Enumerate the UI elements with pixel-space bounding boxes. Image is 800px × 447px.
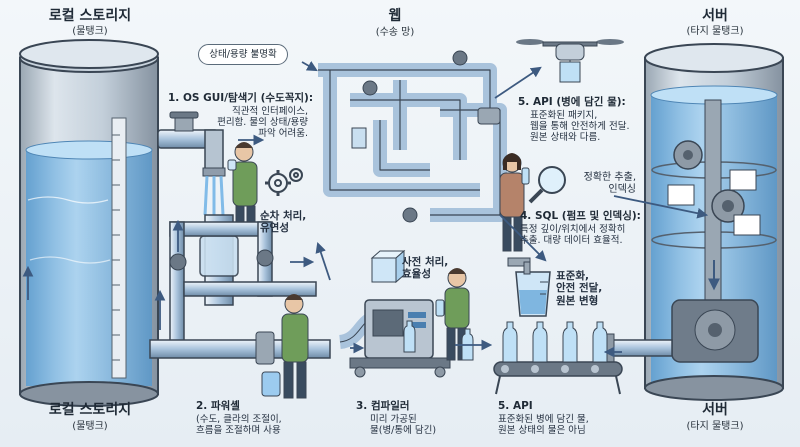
step2-desc-line: 흐름을 조절하며 사용 — [196, 425, 281, 437]
step4-title: 4. SQL (펌프 및 인덱싱): — [520, 210, 641, 222]
step5b-title: 5. API (병에 담긴 물): — [518, 96, 626, 108]
web-title: 웹 — [388, 8, 402, 24]
sequential-note: 순차 처리, 유연성 — [260, 210, 306, 235]
bottle-icon — [403, 320, 608, 363]
extract-note-line: 인덱싱 — [608, 183, 636, 195]
local-storage-tank — [19, 39, 159, 407]
flow-arrows — [22, 61, 709, 358]
step5b-desc-line: 표준화된 패키지, — [530, 110, 598, 121]
server-subtitle: (타지 물탱크) — [686, 26, 744, 37]
step4-description: 특정 깊이/위치에서 정확히 추출. 대량 데이터 효율적. — [520, 224, 625, 246]
step1-desc-line: 파악 어려움. — [258, 128, 308, 140]
extraction-note: 정확한 추출, 인덱싱 — [572, 172, 636, 196]
std-note-line: 원본 변형 — [556, 294, 599, 307]
pre-note-line: 사전 처리, — [402, 256, 449, 268]
local-storage-bottom-subtitle: (물탱크) — [72, 421, 108, 432]
ice-cube-icon — [370, 249, 406, 284]
step2-desc-line: (수도, 클라의 조절이, — [196, 414, 282, 425]
person-icon — [499, 153, 530, 252]
step3-description: 미리 가공된 물(병/통에 담긴) — [370, 414, 436, 436]
step5a-description: 표준화된 병에 담긴 물, 원본 상태의 물은 아님 — [498, 414, 589, 436]
seq-note-line: 유연성 — [260, 222, 289, 235]
status-bubble-text: 상태/용량 불명확 — [209, 49, 277, 60]
std-note-line: 안전 전달, — [556, 282, 603, 295]
person-icon — [227, 142, 258, 237]
step1-title: 1. OS GUI/탐색기 (수도꼭지): — [168, 92, 314, 104]
local-storage-title: 로컬 스토리지 — [48, 8, 132, 24]
server-title: 서버 — [702, 8, 728, 24]
step4-desc-line: 특정 깊이/위치에서 정확히 — [520, 224, 626, 235]
faucet-icon — [507, 257, 531, 275]
step4-desc-line: 추출. 대량 데이터 효율적. — [520, 235, 623, 247]
local-storage-bottom-title: 로컬 스토리지 — [48, 402, 132, 418]
std-note-line: 표준화, — [556, 270, 589, 282]
step2-description: (수도, 클라의 조절이, 흐름을 조절하며 사용 — [196, 414, 282, 436]
step2-title: 2. 파워셸 — [196, 400, 240, 412]
seq-note-line: 순차 처리, — [260, 210, 307, 222]
conveyor-icon — [493, 361, 623, 395]
compiler-machine-icon — [349, 299, 451, 378]
powershell-pipes — [149, 214, 378, 365]
step1-desc-line: 편리함. 물의 상태/용량 — [217, 117, 308, 129]
step3-desc-line: 미리 가공된 — [370, 414, 417, 425]
step5a-desc-line: 표준화된 병에 담긴 물, — [498, 414, 589, 425]
drone-icon — [516, 39, 624, 83]
step3-title: 3. 컴파일러 — [356, 400, 410, 412]
faucet-icon — [157, 111, 226, 218]
local-storage-subtitle: (물탱크) — [72, 26, 108, 37]
standardization-note: 표준화, 안전 전달, 원본 변형 — [556, 270, 602, 307]
step5b-desc-line: 웹을 통해 안전하게 전달. — [530, 121, 630, 133]
pre-note-line: 효율성 — [402, 268, 431, 281]
preprocessing-note: 사전 처리, 효율성 — [402, 256, 448, 281]
step1-desc-line: 직관적 인터페이스, — [232, 106, 308, 117]
pipe-network-icon — [318, 50, 507, 223]
measuring-cup-icon — [515, 271, 551, 317]
step5a-title: 5. API — [498, 400, 533, 412]
status-bubble: 상태/용량 불명확 — [198, 44, 288, 66]
step5a-desc-line: 원본 상태의 물은 아님 — [498, 425, 586, 437]
step5b-description: 표준화된 패키지, 웹을 통해 안전하게 전달. 원본 상태와 다름. — [530, 110, 629, 144]
server-bottom-title: 서버 — [702, 402, 728, 418]
server-tank — [644, 43, 784, 401]
step5b-desc-line: 원본 상태와 다름. — [530, 132, 601, 144]
server-bottom-subtitle: (타지 물탱크) — [686, 421, 744, 432]
web-subtitle: (수송 망) — [375, 27, 415, 38]
extract-note-line: 정확한 추출, — [583, 172, 636, 183]
person-icon — [261, 294, 309, 399]
gear-icon — [265, 168, 303, 196]
step1-description: 직관적 인터페이스, 편리함. 물의 상태/용량 파악 어려움. — [196, 106, 308, 140]
magnifier-icon — [528, 166, 566, 204]
step3-desc-line: 물(병/통에 담긴) — [370, 425, 437, 437]
